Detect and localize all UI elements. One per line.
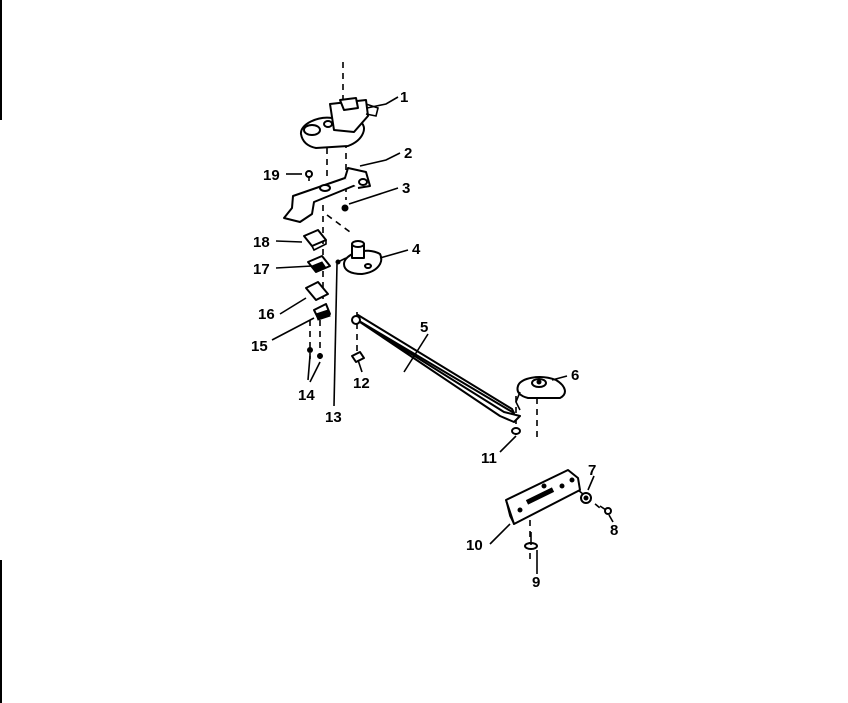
part-10-plate <box>505 469 581 525</box>
leader-lines <box>271 96 614 574</box>
part-12-clip <box>351 351 365 363</box>
callout-14: 14 <box>298 387 315 404</box>
callout-6: 6 <box>571 367 579 384</box>
callout-7: 7 <box>588 462 596 479</box>
part-1-control-unit <box>300 97 379 149</box>
part-14-screws <box>307 347 323 359</box>
callout-9: 9 <box>532 574 540 591</box>
part-7-nut <box>580 492 592 504</box>
part-16-clip <box>305 281 329 301</box>
part-2-bracket <box>283 167 371 223</box>
part-4-cam <box>343 240 383 275</box>
part-8-screw <box>599 505 612 515</box>
callout-8: 8 <box>610 522 618 539</box>
callout-12: 12 <box>353 375 370 392</box>
part-5-rod <box>351 314 521 423</box>
callout-13: 13 <box>325 409 342 426</box>
callout-15: 15 <box>251 338 268 355</box>
callout-5: 5 <box>420 319 428 336</box>
part-9-screw <box>524 532 538 550</box>
callout-18: 18 <box>253 234 270 251</box>
callout-3: 3 <box>402 180 410 197</box>
assembly-centerlines <box>309 62 601 560</box>
callout-19: 19 <box>263 167 280 184</box>
callout-labels: 1 2 3 4 5 6 7 8 9 10 11 12 13 14 15 16 1… <box>251 89 618 591</box>
callout-11: 11 <box>481 450 497 467</box>
part-15-clip <box>313 303 331 321</box>
part-6-lever <box>515 376 566 411</box>
part-18-clip <box>303 229 327 252</box>
part-19-screw <box>305 170 313 181</box>
callout-16: 16 <box>258 306 275 323</box>
part-17-clip <box>307 255 331 273</box>
part-3-screw <box>341 204 349 212</box>
callout-17: 17 <box>253 261 270 278</box>
part-11-clip <box>511 427 521 435</box>
callout-4: 4 <box>412 241 421 258</box>
part-13-pin <box>335 257 347 265</box>
callout-1: 1 <box>400 89 408 106</box>
callout-2: 2 <box>404 145 412 162</box>
callout-10: 10 <box>466 537 483 554</box>
